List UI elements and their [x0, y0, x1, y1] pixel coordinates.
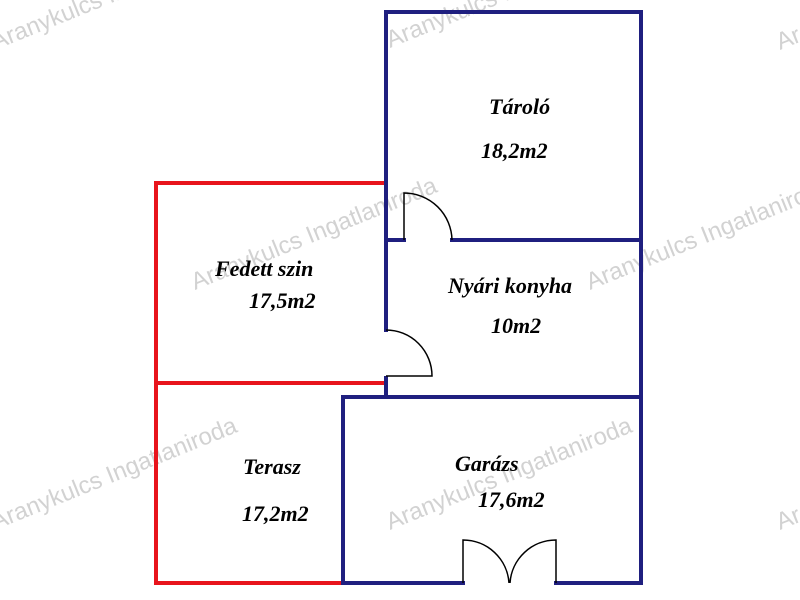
garage-door-left: [462, 539, 510, 584]
watermark-text: Aranykulcs Ingatlaniroda: [382, 0, 636, 54]
room-area-terasz: 17,2m2: [242, 501, 309, 526]
watermark-text: Aranykulcs Ingatlaniroda: [772, 412, 800, 536]
door-tarolo: [403, 192, 453, 241]
watermark-text: Aranykulcs Ingatlaniroda: [0, 0, 242, 56]
watermark-text: Aranykulcs Ingatlaniroda: [772, 0, 800, 56]
doors: [385, 192, 557, 584]
watermark-text: Aranykulcs Ingatlaniroda: [582, 172, 800, 296]
enclosed-room-walls: [341, 10, 643, 585]
room-name-nyari-konyha: Nyári konyha: [447, 273, 572, 298]
room-area-nyari-konyha: 10m2: [491, 313, 541, 338]
fedett-szin-wall: [154, 181, 388, 385]
room-name-garazs: Garázs: [455, 451, 519, 476]
room-name-terasz: Terasz: [243, 454, 301, 479]
garazs-wall: [341, 395, 643, 585]
terasz-wall: [154, 381, 345, 585]
garage-door-right: [509, 539, 557, 584]
room-name-fedett-szin: Fedett szin: [214, 256, 313, 281]
room-area-garazs: 17,6m2: [478, 487, 545, 512]
room-area-tarolo: 18,2m2: [481, 138, 548, 163]
room-name-tarolo: Tároló: [489, 94, 550, 119]
room-labels: Tároló 18,2m2 Fedett szin 17,5m2 Nyári k…: [214, 94, 572, 526]
watermark-layer: Aranykulcs Ingatlaniroda Aranykulcs Inga…: [0, 0, 800, 536]
open-area-walls: [154, 181, 388, 585]
watermark-text: Aranykulcs Ingatlaniroda: [0, 412, 242, 536]
tarolo-wall: [384, 10, 643, 399]
room-area-fedett-szin: 17,5m2: [249, 288, 316, 313]
door-nyari-konyha: [385, 329, 433, 377]
